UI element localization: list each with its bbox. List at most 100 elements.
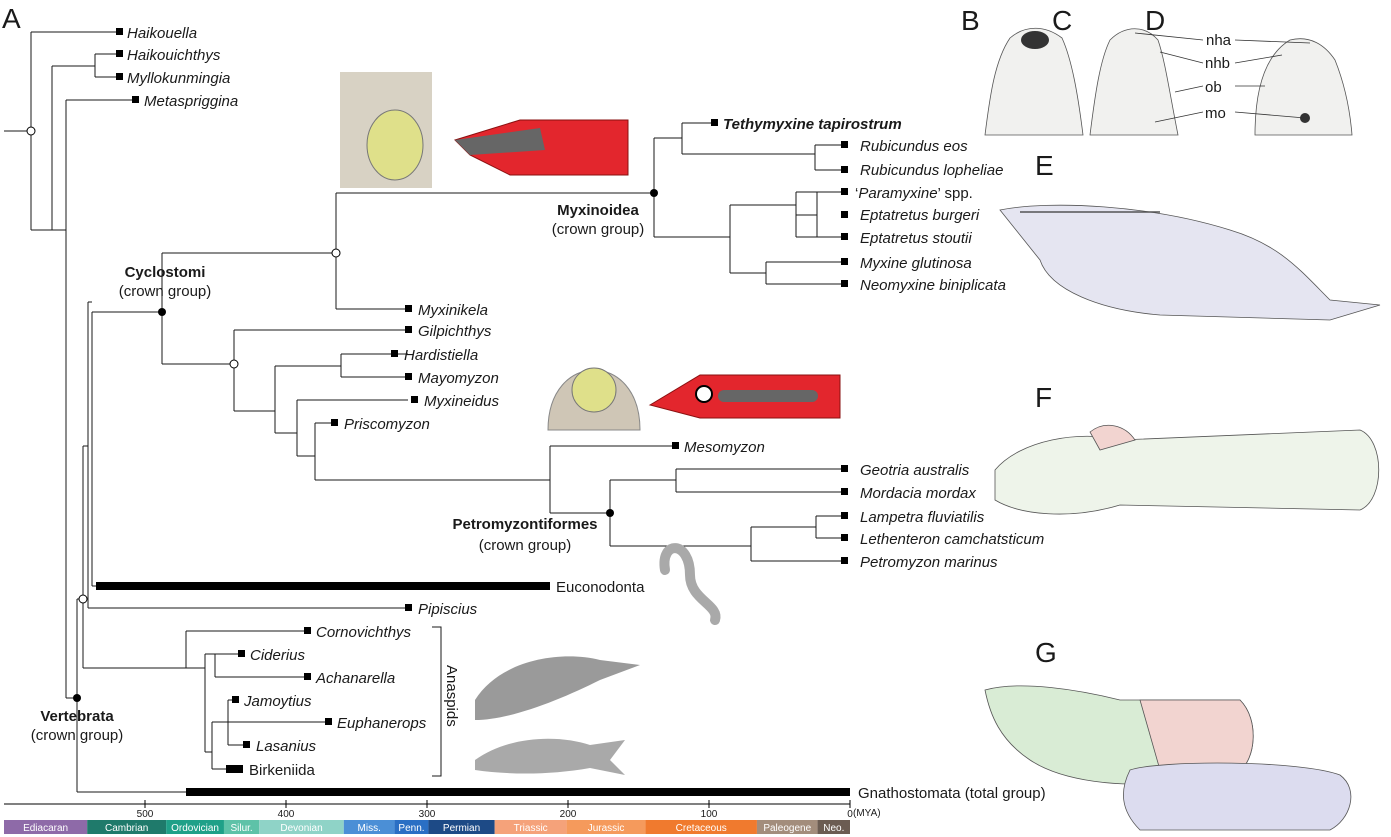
- time-tick-label: 500: [137, 809, 154, 820]
- taxon-mesomyzon: Mesomyzon: [684, 439, 765, 456]
- hagfish-head-skeleton: [455, 128, 545, 155]
- conodont-silhouette: [659, 543, 721, 625]
- taxon-lasanius: Lasanius: [256, 738, 317, 755]
- anaspid-silhouette-1: [475, 656, 640, 720]
- taxon-myllokunmingia: Myllokunmingia: [127, 70, 230, 87]
- hagfish-head-drawings: [984, 27, 1353, 136]
- clade-cyclostomi: Cyclostomi: [125, 264, 206, 281]
- node-open: [331, 248, 341, 258]
- taxon-myxine-glutinosa: Myxine glutinosa: [860, 255, 972, 272]
- birkeniida-range-bar: [226, 765, 243, 773]
- taxon-geotria: Geotria australis: [860, 462, 970, 479]
- lamprey-illustration: [547, 367, 841, 431]
- label-ob: ob: [1205, 79, 1222, 96]
- period-block: [343, 820, 395, 834]
- taxon-tethymyxine: Tethymyxine tapirostrum: [723, 116, 902, 133]
- label-nhb: nhb: [1205, 55, 1230, 72]
- period-block: [87, 820, 167, 834]
- taxon-mordacia: Mordacia mordax: [860, 485, 976, 502]
- taxon-petromyzon: Petromyzon marinus: [860, 554, 998, 571]
- taxon-gnathostomata: Gnathostomata (total group): [858, 785, 1046, 802]
- petromyzontiformes-node: [606, 509, 614, 517]
- panel-g-label: G: [1035, 637, 1057, 668]
- taxon-neomyxine: Neomyxine biniplicata: [860, 277, 1006, 294]
- period-label: Paleogene: [763, 823, 811, 834]
- period-label: Permian: [443, 823, 480, 834]
- panel-e-label: E: [1035, 150, 1054, 181]
- period-label: Neo.: [823, 823, 844, 834]
- taxon-metaspriggina: Metaspriggina: [144, 93, 238, 110]
- head-b-drawing: [984, 27, 1084, 136]
- taxon-rubicundus-lopheliae: Rubicundus lopheliae: [860, 162, 1003, 179]
- tree-nodes: [26, 126, 658, 702]
- lamprey-branchial-drawing: [718, 390, 818, 402]
- taxon-birkeniida: Birkeniida: [249, 762, 316, 779]
- taxon-paramyxine: ‘Paramyxine’ spp.: [855, 185, 973, 202]
- taxon-lampetra: Lampetra fluviatilis: [860, 509, 985, 526]
- taxon-myxineidus: Myxineidus: [424, 393, 500, 410]
- clade-anaspids: Anaspids: [443, 665, 460, 727]
- hagfish-teeth-drawing: [366, 109, 424, 181]
- period-block: [259, 820, 344, 834]
- time-unit-label: (MYA): [853, 808, 881, 819]
- taxon-ciderius: Ciderius: [250, 647, 306, 664]
- period-label: Miss.: [358, 823, 381, 834]
- clade-myxinoidea-sub: (crown group): [552, 221, 645, 238]
- period-block: [566, 820, 646, 834]
- clade-myxinoidea: Myxinoidea: [557, 202, 639, 219]
- period-label: Penn.: [398, 823, 424, 834]
- time-tick-label: 300: [419, 809, 436, 820]
- node-open: [229, 359, 239, 369]
- taxon-eptatretus-stoutii: Eptatretus stoutii: [860, 230, 972, 247]
- taxon-jamoytius: Jamoytius: [243, 693, 312, 710]
- cyclostomi-node: [158, 308, 166, 316]
- taxon-cornovichthys: Cornovichthys: [316, 624, 412, 641]
- panel-a-label: A: [2, 3, 21, 34]
- myxinoidea-node: [650, 189, 658, 197]
- taxon-euconodonta: Euconodonta: [556, 579, 645, 596]
- period-label: Devonian: [280, 823, 322, 834]
- euconodonta-range-bar: [96, 582, 550, 590]
- clade-petromyzontiformes-sub: (crown group): [479, 537, 572, 554]
- taxon-haikouichthys: Haikouichthys: [127, 47, 221, 64]
- taxon-myxinikela: Myxinikela: [418, 302, 488, 319]
- taxon-priscomyzon: Priscomyzon: [344, 416, 430, 433]
- lamprey-teeth-drawing: [571, 367, 617, 413]
- taxon-euphanerops: Euphanerops: [337, 715, 427, 732]
- period-label: Silur.: [230, 823, 252, 834]
- hagfish-illustration: [340, 72, 629, 188]
- node-open: [78, 594, 88, 604]
- time-tick-label: 100: [701, 809, 718, 820]
- clade-vertebrata: Vertebrata: [40, 708, 114, 725]
- period-block: [428, 820, 495, 834]
- period-label: Cambrian: [105, 823, 148, 834]
- lamprey-skeleton-drawing: [994, 424, 1379, 515]
- taxon-lethenteron: Lethenteron camchatsticum: [860, 531, 1044, 548]
- label-nha: nha: [1206, 32, 1232, 49]
- period-block: [223, 820, 260, 834]
- panel-f-label: F: [1035, 382, 1052, 413]
- taxon-achanarella: Achanarella: [315, 670, 395, 687]
- taxon-rubicundus-eos: Rubicundus eos: [860, 138, 968, 155]
- period-block: [645, 820, 757, 834]
- clade-vertebrata-sub: (crown group): [31, 727, 124, 744]
- period-block: [494, 820, 567, 834]
- gnathostomata-range-bar: [186, 788, 850, 796]
- time-tick-label: 0: [847, 809, 853, 820]
- time-tick-label: 400: [278, 809, 295, 820]
- taxon-eptatretus-burgeri: Eptatretus burgeri: [860, 207, 980, 224]
- taxon-haikouella: Haikouella: [127, 25, 197, 42]
- taxon-hardistiella: Hardistiella: [404, 347, 478, 364]
- hagfish-skeleton-drawing: [999, 204, 1381, 321]
- period-block: [756, 820, 818, 834]
- period-block: [394, 820, 429, 834]
- tip-markers: [116, 28, 848, 748]
- period-label: Triassic: [514, 823, 548, 834]
- period-block: [4, 820, 88, 834]
- root-node: [26, 126, 36, 136]
- period-block: [817, 820, 850, 834]
